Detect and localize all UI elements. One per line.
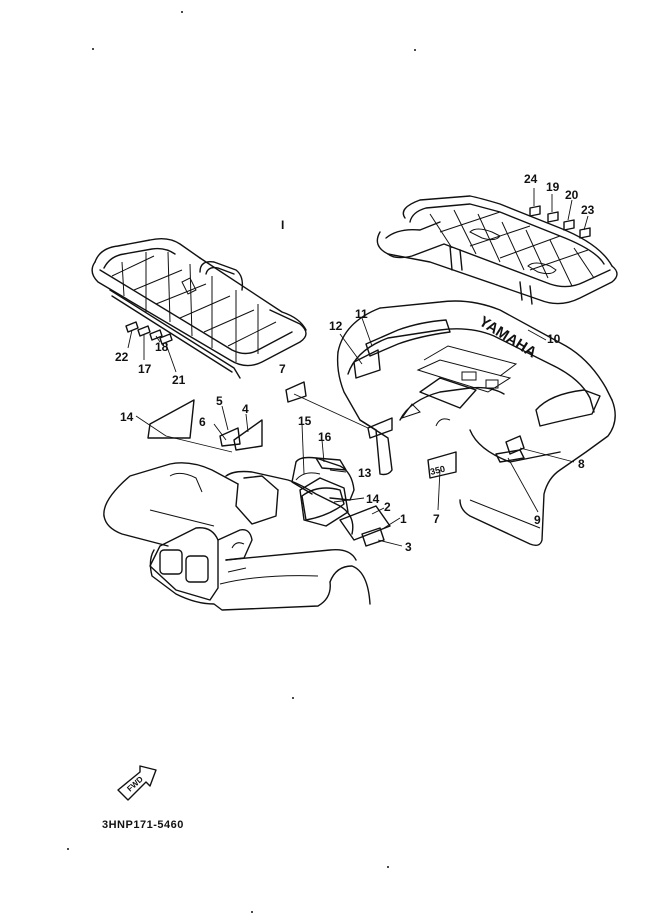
label-22: 22	[115, 350, 129, 364]
label-2: 2	[384, 500, 391, 514]
print-specks	[67, 11, 416, 913]
label-7-upper: 7	[279, 362, 286, 376]
label-18: 18	[155, 340, 169, 354]
label-stray-mark: I	[281, 218, 284, 232]
label-12: 12	[329, 319, 343, 333]
label-14-right: 14	[366, 492, 380, 506]
side-emblem-right	[535, 389, 601, 427]
label-19: 19	[546, 180, 560, 194]
decal-12	[353, 349, 381, 379]
label-14-left: 14	[120, 410, 134, 424]
label-9: 9	[534, 513, 541, 527]
label-16: 16	[318, 430, 332, 444]
drawing-code: 3HNP171-5460	[102, 819, 184, 831]
rack-decal-21	[159, 333, 173, 345]
label-23: 23	[581, 203, 595, 217]
decal-2	[339, 505, 391, 541]
label-5: 5	[216, 394, 223, 408]
brand-text: YAMAHA	[476, 313, 540, 362]
rack-decal-17	[137, 325, 151, 337]
label-4: 4	[242, 402, 249, 416]
label-7-lower: 7	[433, 512, 440, 526]
rack-decal-18	[149, 329, 163, 341]
label-20: 20	[565, 188, 579, 202]
label-21: 21	[172, 373, 186, 387]
fwd-arrow-icon: FWD	[117, 765, 157, 801]
decal-16	[315, 457, 347, 471]
rack-decal-22	[125, 321, 139, 333]
model-badge-350	[427, 451, 457, 479]
label-11: 11	[355, 307, 368, 321]
decal-6	[219, 427, 241, 447]
part-labels: 14 6 5 4 7 15 16 13 14 2 1 3 12 11 10 8 …	[115, 172, 595, 554]
decal-7-upper	[285, 381, 307, 403]
decal-9	[495, 449, 525, 463]
fwd-arrow-text: FWD	[125, 774, 145, 793]
label-24: 24	[524, 172, 538, 186]
leader-lines	[127, 188, 589, 547]
rack-decal-24	[529, 205, 541, 217]
decal-4	[233, 419, 263, 451]
label-3: 3	[405, 540, 412, 554]
label-13: 13	[358, 466, 372, 480]
front-carrier-rack	[91, 237, 307, 379]
rear-fender	[336, 300, 616, 547]
decal-11	[365, 319, 451, 357]
label-17: 17	[138, 362, 152, 376]
front-fender	[103, 456, 371, 611]
label-10: 10	[547, 332, 561, 346]
rear-carrier-rack	[376, 195, 618, 305]
rack-decal-19	[547, 211, 559, 223]
rack-decal-23	[579, 227, 591, 239]
decal-3	[361, 527, 385, 547]
side-emblem-front	[301, 487, 345, 521]
rack-decal-20	[563, 219, 575, 231]
decal-15-panel	[367, 417, 393, 439]
label-1: 1	[400, 512, 407, 526]
decals	[125, 205, 601, 547]
decal-14-left	[147, 399, 195, 439]
label-15: 15	[298, 414, 312, 428]
decal-8	[505, 435, 525, 455]
model-badge-text: 350	[429, 464, 446, 477]
label-6: 6	[199, 415, 206, 429]
label-8: 8	[578, 457, 585, 471]
